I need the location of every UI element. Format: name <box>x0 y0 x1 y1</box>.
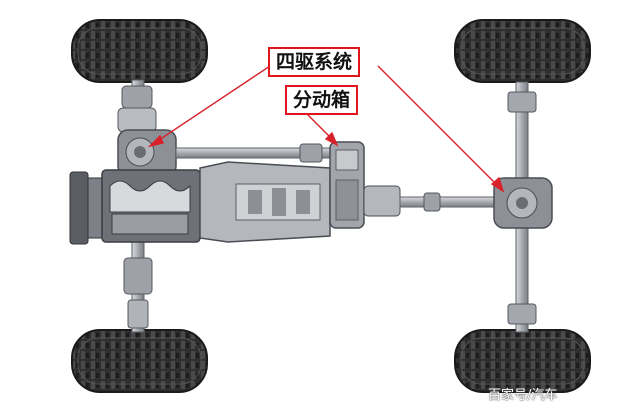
rear-driveshaft <box>399 192 497 212</box>
transfer-case <box>329 141 401 229</box>
front-differential <box>117 129 177 177</box>
tire-front-right <box>71 329 208 393</box>
front-driveshaft <box>175 143 337 163</box>
watermark-text: 百家号/汽车 <box>488 388 558 403</box>
rear-differential <box>493 177 553 229</box>
transmission <box>199 161 331 243</box>
engine <box>69 169 201 245</box>
tire-rear-right <box>454 329 591 393</box>
label-four-wheel-drive-system: 四驱系统 <box>268 47 361 77</box>
callout-pointers <box>147 65 505 193</box>
tire-front-left <box>71 19 208 83</box>
tire-rear-left <box>454 19 591 83</box>
label-transfer-case: 分动箱 <box>285 85 359 115</box>
